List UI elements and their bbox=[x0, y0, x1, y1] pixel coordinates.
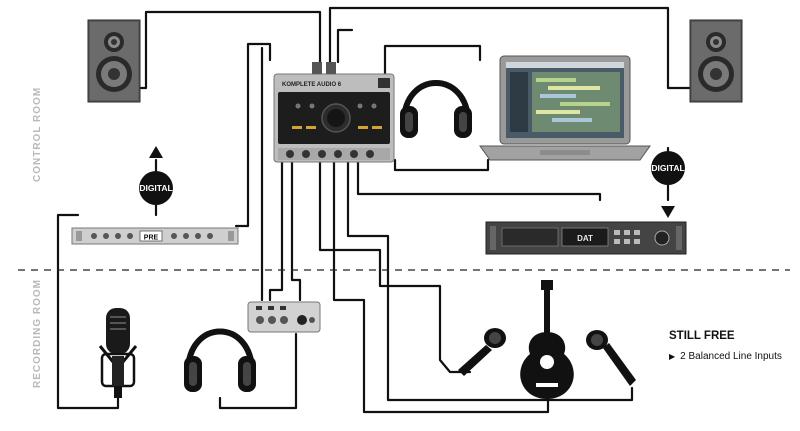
preamp-label: PRE bbox=[144, 235, 159, 242]
interface-brand-text: KOMPLETE AUDIO 6 bbox=[282, 82, 342, 88]
cable-laptop-link bbox=[393, 158, 490, 172]
control-room-label: CONTROL ROOM bbox=[32, 86, 43, 182]
cable-headphone-control bbox=[383, 44, 482, 77]
cable-interface-guitar bbox=[332, 160, 550, 414]
cable-interface-mic-2 bbox=[346, 160, 634, 402]
control-room-headphones bbox=[400, 80, 472, 138]
cable-interface-hp-amp-1 bbox=[268, 158, 284, 302]
condenser-microphone bbox=[98, 308, 138, 398]
laptop bbox=[479, 55, 651, 161]
right-monitor-speaker bbox=[689, 19, 743, 103]
recording-room-headphones bbox=[184, 328, 256, 392]
digital-badge-left-text: DIGITAL bbox=[139, 183, 172, 193]
cable-left-monitor bbox=[138, 10, 322, 90]
digital-badge-right-text: DIGITAL bbox=[651, 163, 684, 173]
recording-room-label: RECORDING ROOM bbox=[32, 279, 43, 388]
cable-mic-preamp bbox=[56, 213, 120, 410]
digital-badge-left: DIGITAL bbox=[139, 146, 173, 205]
cable-right-monitor bbox=[328, 6, 692, 90]
triangle-bullet-icon: ▶ bbox=[669, 352, 676, 361]
still-free-item-text: 2 Balanced Line Inputs bbox=[680, 351, 782, 362]
still-free-title: STILL FREE bbox=[669, 330, 735, 342]
cable-hp-amp-headphones bbox=[218, 332, 298, 410]
audio-interface: KOMPLETE AUDIO 6 bbox=[273, 62, 395, 163]
cable-preamp-interface bbox=[234, 42, 272, 228]
cable-interface-hp-amp-2 bbox=[290, 158, 302, 302]
dynamic-microphone-2 bbox=[586, 330, 636, 386]
still-free-item: ▶ 2 Balanced Line Inputs bbox=[669, 351, 782, 362]
cable-interface-mic-1 bbox=[318, 160, 472, 374]
cables bbox=[56, 6, 692, 414]
left-monitor-speaker bbox=[87, 19, 141, 103]
cable-dat-interface bbox=[356, 160, 602, 202]
dynamic-microphone-1 bbox=[458, 328, 506, 376]
headphone-amplifier bbox=[247, 301, 321, 333]
preamp-rack: PRE bbox=[71, 227, 239, 245]
cable-usb-laptop bbox=[336, 28, 354, 64]
acoustic-guitar bbox=[520, 280, 574, 399]
dat-recorder: DAT bbox=[485, 221, 687, 255]
recorder-label: DAT bbox=[577, 234, 593, 243]
digital-badge-right: DIGITAL bbox=[651, 151, 685, 218]
